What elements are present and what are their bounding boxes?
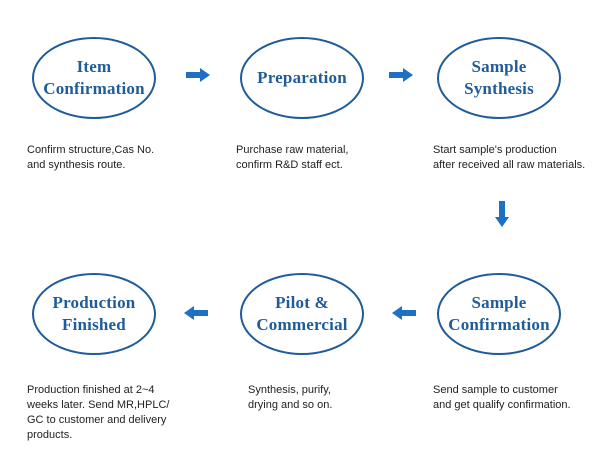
desc-item-confirmation: Confirm structure,Cas No. and synthesis … xyxy=(27,144,155,171)
arrow-right-icon xyxy=(389,68,413,82)
desc-sample-synthesis: Start sample's production after received… xyxy=(433,144,586,171)
node-production-finished: Production Finished xyxy=(32,273,156,355)
arrow-right-icon xyxy=(186,68,210,82)
arrow-down-icon xyxy=(495,201,509,227)
node-label: Sample Synthesis xyxy=(464,57,534,98)
desc-preparation: Purchase raw material, confirm R&D staff… xyxy=(236,144,349,171)
node-label: Pilot & Commercial xyxy=(256,293,348,334)
arrow-left-icon xyxy=(392,306,416,320)
node-sample-confirmation: Sample Confirmation xyxy=(437,273,561,355)
node-label: Preparation xyxy=(257,68,347,87)
node-item-confirmation: Item Confirmation xyxy=(32,37,156,119)
desc-pilot-commercial: Synthesis, purify, drying and so on. xyxy=(248,384,333,411)
desc-sample-confirmation: Send sample to customer and get qualify … xyxy=(433,384,571,411)
node-label: Item Confirmation xyxy=(43,57,145,98)
node-label: Production Finished xyxy=(52,293,136,334)
arrow-left-icon xyxy=(184,306,208,320)
node-preparation: Preparation xyxy=(240,37,364,119)
node-sample-synthesis: Sample Synthesis xyxy=(437,37,561,119)
node-label: Sample Confirmation xyxy=(448,293,550,334)
desc-production-finished: Production finished at 2~4 weeks later. … xyxy=(27,384,170,441)
node-pilot-commercial: Pilot & Commercial xyxy=(240,273,364,355)
